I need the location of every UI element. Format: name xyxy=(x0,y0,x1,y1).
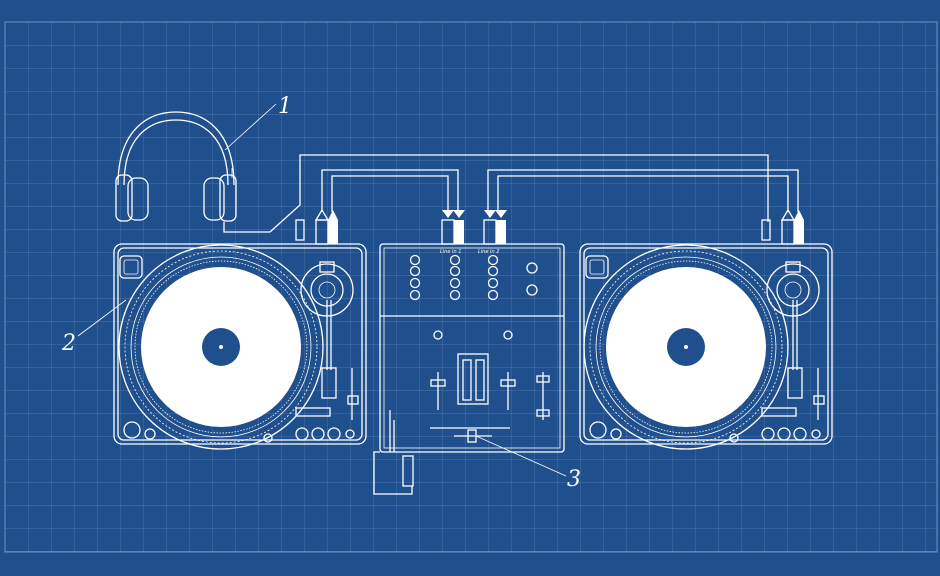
label-line-in-2: Line In 2 xyxy=(478,249,499,255)
headphones-icon xyxy=(115,111,237,222)
callout-1-headphones: 1 xyxy=(224,94,292,151)
mixer-icon: Line In 1 Line In 2 xyxy=(373,243,565,495)
headphone-cable xyxy=(223,154,769,233)
label-line-in-1: Line In 1 xyxy=(440,249,461,255)
grid-area xyxy=(4,21,938,553)
turntable-left xyxy=(113,243,367,450)
rca-plug-icon xyxy=(295,208,338,245)
cable-deck2-line2b xyxy=(497,175,789,212)
callout-label-1: 1 xyxy=(278,94,292,119)
cable-deck1-line1b xyxy=(331,175,449,212)
cable-deck2-line2a xyxy=(487,169,799,212)
callout-label-3: 3 xyxy=(567,467,581,492)
cable-deck1-line1a xyxy=(321,169,459,212)
callout-2-turntable: 2 xyxy=(61,299,127,356)
callout-3-mixer: 3 xyxy=(475,435,581,492)
turntable-right xyxy=(579,243,833,450)
callout-label-2: 2 xyxy=(61,331,76,356)
